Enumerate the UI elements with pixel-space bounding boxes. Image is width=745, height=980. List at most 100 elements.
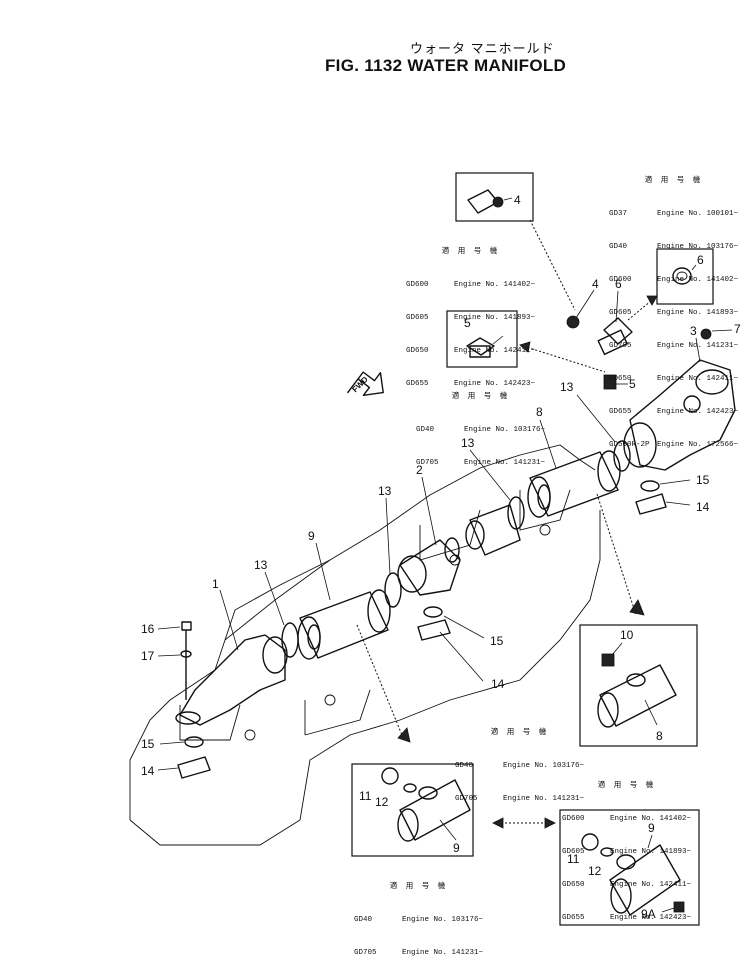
part-2-joint: [397, 476, 461, 596]
engine-serial: Engine No. 142411~: [454, 347, 536, 355]
model-code: GD705: [455, 795, 478, 803]
engine-serial: Engine No. 141402~: [657, 276, 739, 284]
reference-arrows: [356, 219, 658, 829]
model-code: GD40: [354, 916, 373, 924]
engine-serial: Engine No. 141231~: [503, 795, 585, 803]
model-code: GD705: [609, 342, 632, 350]
detail-part5-fitting: [466, 335, 504, 358]
callout-14: 14: [491, 677, 505, 691]
applicability-row: GD40 Engine No. 103176~: [416, 425, 545, 436]
engine-serial: Engine No. 100101~: [657, 210, 739, 218]
applicability-row: GD605 Engine No. 141893~: [562, 847, 691, 858]
callout-10: 10: [620, 628, 634, 642]
parts-4-5-6-7-fittings: [566, 289, 733, 390]
detail-box-part9-variant-a: [351, 763, 474, 857]
callout-2: 2: [416, 463, 423, 477]
callout-12-b: 12: [588, 864, 602, 878]
applicability-row: GD37 Engine No. 100101~: [609, 209, 738, 220]
detail-part6-plug: [672, 264, 697, 285]
callout-13: 13: [378, 484, 392, 498]
callout-9-detail-b: 9: [648, 821, 655, 835]
callout-6: 6: [697, 253, 704, 267]
callout-15: 15: [490, 634, 504, 648]
model-code: GD605: [562, 848, 585, 856]
detail-part4-elbow: [467, 189, 513, 214]
callout-3: 3: [690, 324, 697, 338]
callout-5: 5: [464, 316, 471, 330]
engine-serial: Engine No. 172566~: [657, 441, 739, 449]
callout-14: 14: [696, 500, 710, 514]
engine-serial: Engine No. 142411~: [610, 881, 692, 889]
applicability-header: 適 用 号 機: [644, 177, 703, 185]
callout-1: 1: [212, 577, 219, 591]
model-code: GD37: [609, 210, 628, 218]
callout-13: 13: [254, 558, 268, 572]
engine-serial: Engine No. 141402~: [454, 281, 536, 289]
engine-serial: Engine No. 103176~: [464, 426, 546, 434]
part-9-pipe: [297, 542, 391, 660]
model-code: GD40: [455, 762, 474, 770]
figure-title: FIG. 1132 WATER MANIFOLD: [325, 56, 567, 75]
model-code: GD655: [406, 380, 429, 388]
callout-9: 9: [308, 529, 315, 543]
callout-11: 11: [359, 789, 372, 803]
part-2-mating-joint: [465, 504, 521, 556]
applicability-row: GD605 Engine No. 141893~: [609, 308, 738, 319]
engine-serial: Engine No. 141231~: [657, 342, 739, 350]
model-code: GD705: [354, 949, 377, 957]
model-code: GD600: [562, 815, 585, 823]
applicability-header: 適 用 号 機: [389, 883, 448, 891]
model-code: GD600: [609, 276, 632, 284]
applicability-row: GD600 Engine No. 141402~: [609, 275, 738, 286]
applicability-row: GD655 Engine No. 142423~: [406, 379, 535, 390]
detail-part8-tee-pipe: [597, 642, 677, 728]
engine-serial: Engine No. 141893~: [610, 848, 692, 856]
detail-box-part4: [455, 172, 534, 222]
model-code: GD40: [609, 243, 628, 251]
callout-8: 8: [536, 405, 543, 419]
callout-4-main: 4: [592, 277, 599, 291]
detail-box-part8-variant: [579, 624, 698, 747]
engine-serial: Engine No. 141231~: [464, 459, 546, 467]
engine-serial: Engine No. 141402~: [610, 815, 692, 823]
detail-box-part6: [656, 248, 714, 305]
applicability-header: 適 用 号 機: [451, 393, 510, 401]
applicability-row: GD650 Engine No. 142411~: [406, 346, 535, 357]
callout-9a: 9A: [641, 907, 656, 921]
model-code: GD605: [406, 314, 429, 322]
model-code: GD605: [609, 309, 632, 317]
detail-part9-variant-a-pipe: [381, 767, 471, 842]
part-3-manifold-housing: [623, 337, 736, 471]
callout-15: 15: [141, 737, 155, 751]
detail-box-part5: [446, 310, 518, 368]
engine-serial: Engine No. 141893~: [657, 309, 739, 317]
callout-6-main: 6: [615, 277, 622, 291]
engine-serial: Engine No. 142411~: [657, 375, 739, 383]
model-code: GD655: [609, 408, 632, 416]
callout-16: 16: [141, 622, 155, 636]
applicability-header: 適 用 号 機: [490, 729, 549, 737]
model-code: GD650: [562, 881, 585, 889]
applicability-row: GD705 Engine No. 141231~: [354, 948, 483, 959]
callout-14: 14: [141, 764, 155, 778]
engine-serial: Engine No. 142423~: [454, 380, 536, 388]
engine-serial: Engine No. 141231~: [402, 949, 484, 957]
model-code: GD650: [609, 375, 632, 383]
applicability-row: GD705 Engine No. 141231~: [455, 794, 584, 805]
model-code: GD650: [406, 347, 429, 355]
model-code: GD40: [416, 426, 435, 434]
engine-serial: Engine No. 103176~: [402, 916, 484, 924]
applicability-row: GD650 Engine No. 142411~: [609, 374, 738, 385]
callout-17: 17: [141, 649, 155, 663]
